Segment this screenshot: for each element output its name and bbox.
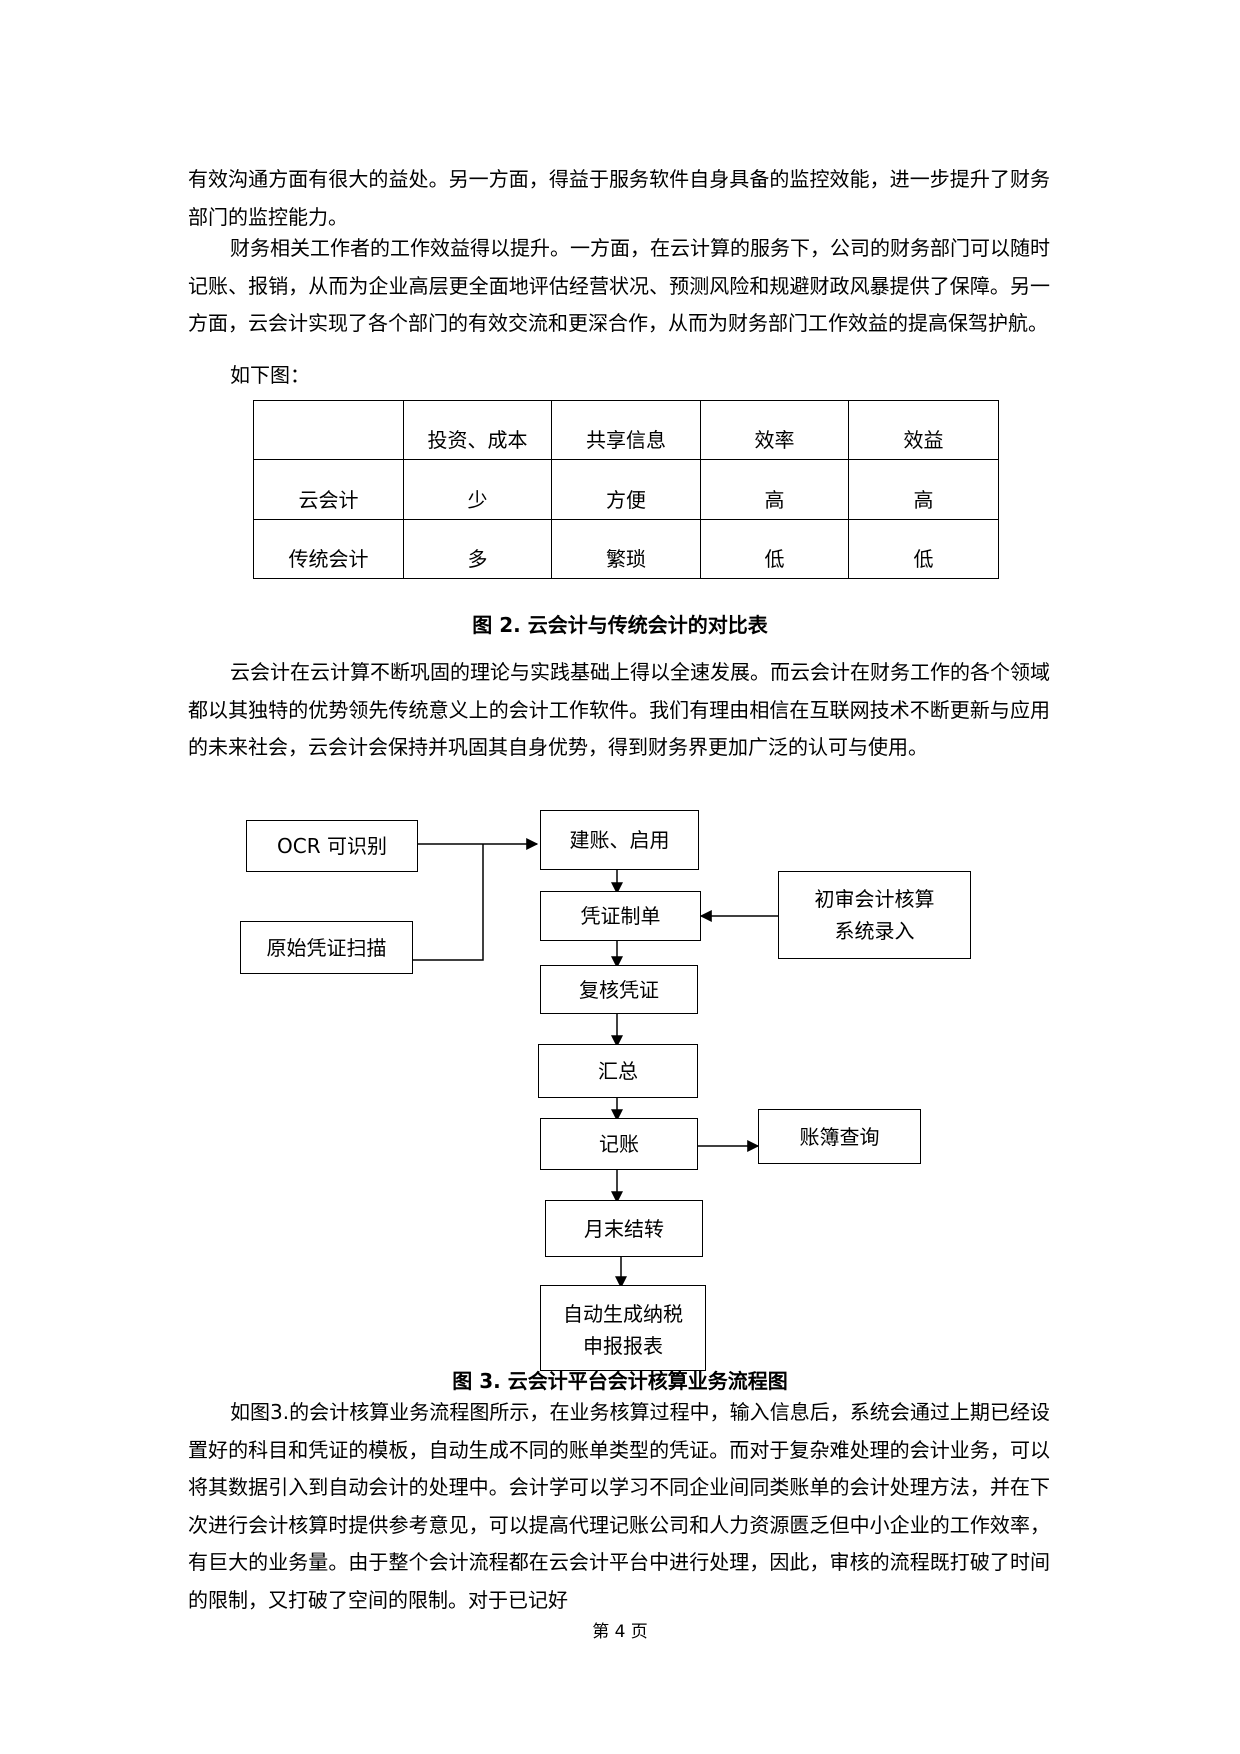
table-cell: 少 <box>403 459 552 520</box>
table-header-cell: 投资、成本 <box>403 399 552 461</box>
table-cell: 低 <box>700 518 849 580</box>
voucher-label: 凭证制单 <box>580 904 661 928</box>
tax-report-label-line1: 自动生成纳税 <box>563 1302 683 1326</box>
table-row: 传统会计 多 繁琐 低 低 <box>253 518 999 580</box>
scan-box: 原始凭证扫描 <box>240 921 413 974</box>
month-end-label: 月末结转 <box>584 1216 664 1241</box>
summary-label: 汇总 <box>598 1059 638 1083</box>
table-cell: 高 <box>700 459 849 520</box>
table-header-row: 投资、成本 共享信息 效率 效益 <box>253 399 999 461</box>
figure-2-caption: 图 2. 云会计与传统会计的对比表 <box>472 613 768 637</box>
table-cell: 传统会计 <box>253 518 404 580</box>
posting-label: 记账 <box>599 1132 639 1156</box>
review-input-box: 初审会计核算 系统录入 <box>778 871 971 959</box>
ocr-box: OCR 可识别 <box>246 820 418 872</box>
month-end-box: 月末结转 <box>545 1200 703 1257</box>
table-row: 云会计 少 方便 高 高 <box>253 459 999 520</box>
paragraph-cloud-accounting: 云会计在云计算不断巩固的理论与实践基础上得以全速发展。而云会计在财务工作的各个领… <box>188 660 1050 759</box>
table-cell: 低 <box>848 518 999 580</box>
ledger-query-label: 账簿查询 <box>799 1124 880 1149</box>
ledger-query-box: 账簿查询 <box>758 1109 921 1164</box>
table-header-cell <box>253 399 404 461</box>
setup-box: 建账、启用 <box>540 810 699 870</box>
page-number: 第 4 页 <box>592 1622 648 1642</box>
table-header-cell: 效益 <box>848 399 999 461</box>
table-cell: 云会计 <box>253 459 404 520</box>
table-cell: 繁琐 <box>551 518 701 580</box>
posting-box: 记账 <box>540 1118 698 1170</box>
review-input-label-line2: 系统录入 <box>834 919 915 943</box>
paragraph-flow-description: 如图3.的会计核算业务流程图所示，在业务核算过程中，输入信息后，系统会通过上期已… <box>188 1400 1050 1612</box>
setup-label: 建账、启用 <box>569 828 670 852</box>
ocr-label: OCR 可识别 <box>277 834 387 858</box>
table-cell: 多 <box>403 518 552 580</box>
table-header-cell: 共享信息 <box>551 399 701 461</box>
table-cell: 高 <box>848 459 999 520</box>
summary-box: 汇总 <box>538 1044 698 1098</box>
recheck-label: 复核凭证 <box>579 977 659 1002</box>
paragraph-see-below: 如下图： <box>230 363 310 387</box>
paragraph-continuation: 有效沟通方面有很大的益处。另一方面，得益于服务软件自身具备的监控效能，进一步提升… <box>188 167 1050 229</box>
recheck-box: 复核凭证 <box>540 965 698 1014</box>
paragraph-efficiency: 财务相关工作者的工作效益得以提升。一方面，在云计算的服务下，公司的财务部门可以随… <box>188 236 1050 335</box>
voucher-box: 凭证制单 <box>540 891 701 941</box>
table-cell: 方便 <box>551 459 701 520</box>
tax-report-label-line2: 申报报表 <box>583 1334 663 1358</box>
table-header-cell: 效率 <box>700 399 849 461</box>
review-input-label-line1: 初审会计核算 <box>814 887 935 911</box>
tax-report-box: 自动生成纳税 申报报表 <box>540 1285 706 1371</box>
scan-label: 原始凭证扫描 <box>266 935 387 960</box>
figure-3-caption: 图 3. 云会计平台会计核算业务流程图 <box>452 1369 788 1393</box>
comparison-table: 投资、成本 共享信息 效率 效益 云会计 少 方便 高 高 传统会计 多 繁琐 … <box>253 399 999 580</box>
